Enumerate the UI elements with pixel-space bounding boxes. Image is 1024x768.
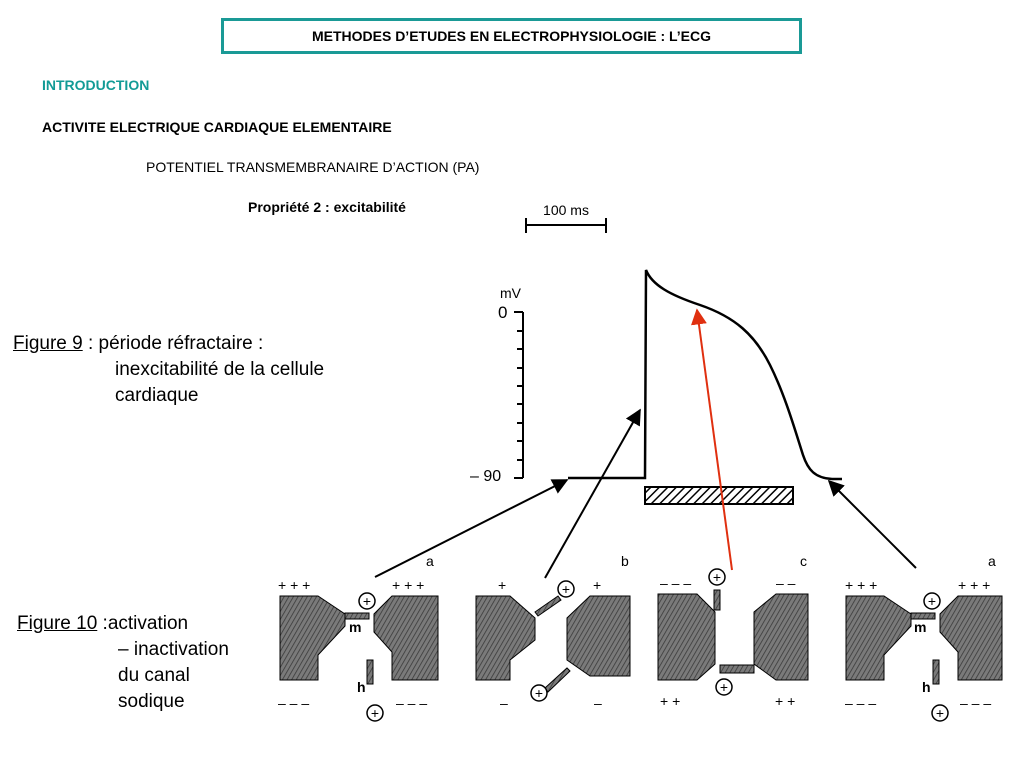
svg-text:m: m <box>349 619 361 635</box>
channel-panel-b: b + + + + – – <box>475 553 631 711</box>
arrow-plateau-c <box>690 308 733 571</box>
figure-10-text: – inactivation du canal sodique <box>118 639 229 712</box>
channel-panel-c: c – – – – – + + + + + + <box>657 553 809 709</box>
svg-text:+: + <box>562 581 570 597</box>
svg-text:–: – <box>500 695 508 711</box>
svg-text:h: h <box>922 679 931 695</box>
svg-text:– – –: – – – <box>845 695 876 711</box>
svg-text:+: + <box>371 705 379 721</box>
arrow-recovery-a <box>827 479 917 569</box>
svg-text:+: + <box>498 577 506 593</box>
svg-text:–: – <box>594 695 602 711</box>
unit-label: mV <box>500 285 522 301</box>
panel-label-c: c <box>800 553 807 569</box>
figure-10-line1: :activation <box>97 613 189 634</box>
slide-title: METHODES D’ETUDES EN ELECTROPHYSIOLOGIE … <box>221 18 802 54</box>
svg-text:+: + <box>928 593 936 609</box>
min-label: – 90 <box>470 468 501 485</box>
section-heading: ACTIVITE ELECTRIQUE CARDIAQUE ELEMENTAIR… <box>42 119 392 135</box>
svg-text:+ +: + + <box>775 693 795 709</box>
svg-text:+: + <box>936 705 944 721</box>
intro-label: INTRODUCTION <box>42 77 150 93</box>
svg-text:+: + <box>713 569 721 585</box>
svg-text:+: + <box>720 679 728 695</box>
channel-panel-a: a + + + + + + + m h + – – – – – – <box>278 553 439 722</box>
svg-text:– – –: – – – <box>960 695 991 711</box>
svg-text:+ + +: + + + <box>278 577 310 593</box>
svg-text:– – –: – – – <box>660 575 691 591</box>
svg-text:+: + <box>593 577 601 593</box>
figure-9-label: Figure 9 <box>13 333 83 354</box>
figure-10-label: Figure 10 <box>17 613 98 634</box>
svg-text:– –: – – <box>776 575 796 591</box>
zero-label: 0 <box>498 303 507 322</box>
refractory-bar <box>644 486 794 505</box>
svg-text:+: + <box>363 593 371 609</box>
panel-label-a: a <box>426 553 434 569</box>
figure-9-text: inexcitabilité de la cellule cardiaque <box>115 359 325 406</box>
arrow-upstroke-b <box>544 408 641 579</box>
action-potential-curve <box>568 269 842 481</box>
svg-text:– – –: – – – <box>278 695 309 711</box>
svg-text:h: h <box>357 679 366 695</box>
svg-text:+ +: + + <box>660 693 680 709</box>
svg-text:+ + +: + + + <box>845 577 877 593</box>
svg-text:– – –: – – – <box>396 695 427 711</box>
scale-bar: 100 ms <box>525 202 607 233</box>
channel-panel-a-recovered: a + + + + + + + m h + – – – – – – <box>845 553 1003 722</box>
subheading: POTENTIEL TRANSMEMBRANAIRE D’ACTION (PA) <box>146 159 480 175</box>
scale-bar-label: 100 ms <box>543 202 589 218</box>
panel-label-b: b <box>621 553 629 569</box>
figure-9-line1: : période réfractaire : <box>82 333 264 354</box>
property-label: Propriété 2 : excitabilité <box>248 199 406 215</box>
svg-text:+: + <box>535 685 543 701</box>
svg-text:+ + +: + + + <box>958 577 990 593</box>
svg-text:+ + +: + + + <box>392 577 424 593</box>
arrow-rest-a <box>374 479 569 578</box>
figure-10-caption: Figure 10 :activation – inactivation du … <box>17 611 267 712</box>
panel-label-a2: a <box>988 553 996 569</box>
svg-text:m: m <box>914 619 926 635</box>
voltage-axis: mV 0 – 90 <box>470 285 524 485</box>
figure-9-caption: Figure 9 : période réfractaire : inexcit… <box>13 331 373 406</box>
